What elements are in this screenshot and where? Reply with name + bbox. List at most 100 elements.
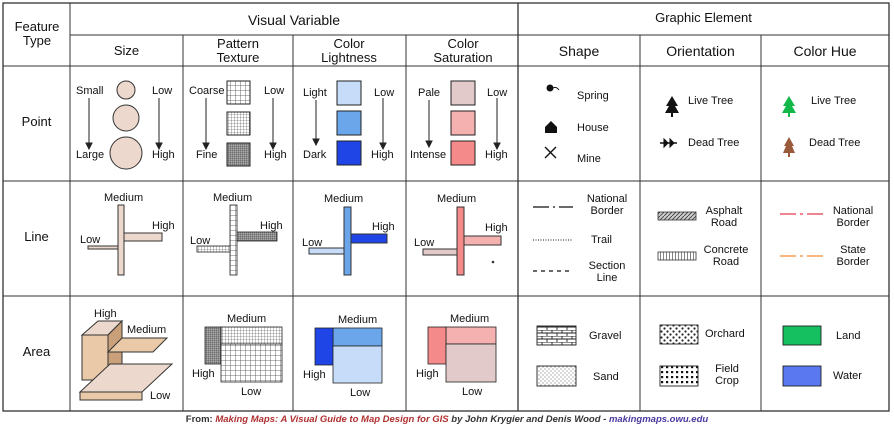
live-tree-orientation-label: Live Tree xyxy=(688,95,734,107)
pattern-fine-label: Fine xyxy=(196,149,218,161)
dead-tree-hue-label: Dead Tree xyxy=(809,137,861,149)
point-saturation-swatches xyxy=(450,80,476,166)
shape-header: Shape xyxy=(558,43,600,59)
area-pattern-high-label: High xyxy=(192,368,215,380)
orchard-label: Orchard xyxy=(705,328,745,340)
citation-prefix: From: xyxy=(185,414,216,425)
color-hue-header: Color Hue xyxy=(793,43,857,59)
line-saturation-low-label: Low xyxy=(414,237,435,249)
line-hue-symbols xyxy=(780,213,823,257)
size-low-label: Low xyxy=(152,85,173,97)
national-border-shape-label: National Border xyxy=(586,193,628,217)
pattern-texture-header: Pattern Texture xyxy=(216,36,260,65)
pattern-coarse-label: Coarse xyxy=(189,85,225,97)
spring-label: Spring xyxy=(577,90,609,102)
row-label-point: Point xyxy=(21,114,52,129)
field-crop-label: Field Crop xyxy=(715,363,739,387)
line-size-high-label: High xyxy=(152,220,175,232)
size-small-label: Small xyxy=(76,85,104,97)
lightness-dark-label: Dark xyxy=(303,149,327,161)
point-pattern-swatches xyxy=(226,80,251,167)
dead-tree-hue-icon xyxy=(783,137,795,157)
water-label: Water xyxy=(833,370,862,382)
asphalt-road-label: Asphalt Road xyxy=(705,205,743,229)
line-pattern-symbols xyxy=(196,204,278,276)
point-arrows xyxy=(85,98,501,151)
source-citation: From: Making Maps: A Visual Guide to Map… xyxy=(0,414,894,426)
pattern-high-label: High xyxy=(264,149,287,161)
line-size-low-label: Low xyxy=(80,234,101,246)
live-tree-hue-label: Live Tree xyxy=(811,95,857,107)
lightness-high-label: High xyxy=(371,149,394,161)
mine-label: Mine xyxy=(577,153,601,165)
lightness-low-label: Low xyxy=(374,87,395,99)
area-lightness-high-label: High xyxy=(303,369,326,381)
trail-label: Trail xyxy=(591,234,612,246)
line-size-medium-label: Medium xyxy=(104,192,144,204)
saturation-intense-label: Intense xyxy=(410,149,447,161)
line-lightness-symbols xyxy=(308,206,388,276)
row-label-line: Line xyxy=(24,229,49,244)
pattern-low-label: Low xyxy=(264,85,285,97)
sand-label: Sand xyxy=(593,371,619,383)
size-large-label: Large xyxy=(76,149,105,161)
graphic-element-header: Graphic Element xyxy=(655,10,752,25)
area-size-medium-label: Medium xyxy=(127,324,167,336)
area-pattern-low-label: Low xyxy=(241,386,262,398)
area-lightness-medium-label: Medium xyxy=(338,314,378,326)
lightness-light-label: Light xyxy=(303,87,327,99)
area-saturation-symbols xyxy=(427,326,497,383)
row-label-area: Area xyxy=(22,344,51,359)
saturation-high-label: High xyxy=(485,149,508,161)
dead-tree-orientation-label: Dead Tree xyxy=(688,137,740,149)
area-orientation-symbols xyxy=(659,324,699,387)
line-lightness-medium-label: Medium xyxy=(324,193,364,205)
orientation-header: Orientation xyxy=(666,43,735,59)
house-label: House xyxy=(577,122,609,134)
line-pattern-high-label: High xyxy=(260,220,283,232)
spring-icon xyxy=(546,84,560,92)
area-saturation-medium-label: Medium xyxy=(450,313,490,325)
area-size-high-label: High xyxy=(94,308,117,320)
mine-icon xyxy=(544,146,557,159)
color-lightness-header: Color Lightness xyxy=(321,36,377,65)
dead-tree-icon xyxy=(660,137,677,149)
concrete-road-label: Concrete Road xyxy=(703,244,749,268)
line-lightness-low-label: Low xyxy=(302,237,323,249)
line-pattern-low-label: Low xyxy=(190,235,211,247)
area-shape-symbols xyxy=(536,325,577,387)
citation-url[interactable]: makingmaps.owu.edu xyxy=(608,414,709,425)
citation-authors: by John Krygier and Denis Wood - xyxy=(448,414,609,425)
saturation-pale-label: Pale xyxy=(418,87,441,99)
area-saturation-low-label: Low xyxy=(462,386,483,398)
point-lightness-swatches xyxy=(336,80,362,166)
house-icon xyxy=(545,121,557,133)
line-saturation-symbols xyxy=(422,206,502,276)
color-saturation-header: Color Saturation xyxy=(433,36,493,65)
point-size-symbols xyxy=(109,80,143,170)
table-grid xyxy=(2,2,890,412)
live-tree-icon xyxy=(665,96,679,117)
line-saturation-high-label: High xyxy=(485,222,508,234)
section-line-label: Section Line xyxy=(588,260,626,284)
line-shape-symbols xyxy=(533,206,573,272)
book-title: Making Maps: A Visual Guide to Map Desig… xyxy=(215,414,449,425)
area-size-symbols xyxy=(78,319,174,401)
saturation-low-label: Low xyxy=(487,87,508,99)
area-lightness-low-label: Low xyxy=(350,387,371,399)
live-tree-hue-icon xyxy=(782,96,796,117)
visual-variable-header: Visual Variable xyxy=(247,12,341,28)
size-header: Size xyxy=(113,43,140,58)
national-border-hue-label: National Border xyxy=(832,205,874,229)
area-lightness-symbols xyxy=(314,327,383,384)
line-size-symbols xyxy=(87,204,163,276)
land-label: Land xyxy=(836,330,861,342)
area-saturation-high-label: High xyxy=(416,368,439,380)
feature-type-header: Feature Type xyxy=(14,19,60,48)
line-pattern-medium-label: Medium xyxy=(213,192,253,204)
gravel-label: Gravel xyxy=(589,330,622,342)
state-border-hue-label: State Border xyxy=(836,244,870,268)
line-orientation-symbols xyxy=(657,211,697,261)
